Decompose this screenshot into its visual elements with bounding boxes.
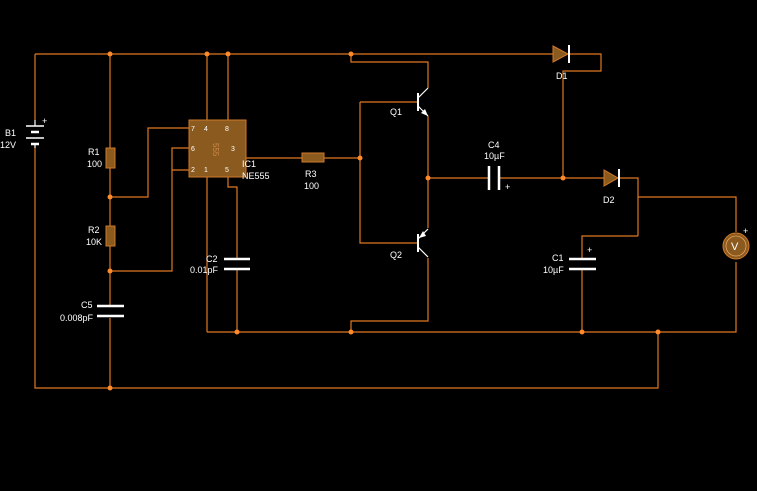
junction-dot: [107, 268, 113, 274]
capacitor-c4[interactable]: C4 10µF +: [484, 140, 510, 192]
ic1-pin8-label: 8: [225, 126, 229, 133]
c5-ref-label: C5: [81, 300, 93, 310]
junction-dot: [204, 51, 210, 57]
ic1-ref-label: IC1: [242, 159, 256, 169]
junction-dot: [348, 51, 354, 57]
resistor-r3[interactable]: R3 100: [301, 152, 325, 191]
d1-ref-label: D1: [556, 71, 568, 81]
q2-ref-label: Q2: [390, 250, 402, 260]
c1-value-label: 10µF: [543, 265, 564, 275]
junction-dot: [425, 175, 431, 181]
c2-ref-label: C2: [206, 254, 218, 264]
battery-b1[interactable]: + B1 12V: [0, 116, 47, 150]
c2-value-label: 0.01pF: [190, 265, 219, 275]
ic1-chip-text: 555: [211, 143, 220, 157]
junction-dot: [579, 329, 585, 335]
ic1-value-label: NE555: [242, 171, 270, 181]
wire-pin5: [227, 177, 238, 258]
ic1-pin2-label: 2: [191, 167, 195, 174]
wire-top-to-q1: [350, 54, 429, 88]
r1-ref-label: R1: [88, 147, 100, 157]
junction-dot: [234, 329, 240, 335]
ic1-pin7-label: 7: [191, 126, 195, 133]
r3-value-label: 100: [304, 181, 319, 191]
r2-ref-label: R2: [88, 225, 100, 235]
wire-c1-top: [581, 235, 638, 258]
ic1-pin4-label: 4: [204, 126, 208, 133]
wire-d2-c1: [638, 196, 737, 232]
junction-dot: [357, 155, 363, 161]
ic1-pin5-label: 5: [225, 167, 229, 174]
junction-dot: [107, 385, 113, 391]
wire-ground-bus: [207, 262, 737, 333]
wire-bases: [359, 102, 418, 244]
ic1-pin3-label: 3: [231, 146, 235, 153]
voltmeter-plus-label: +: [743, 226, 748, 236]
ic1-pin1-label: 1: [204, 167, 208, 174]
ic1-pin6-label: 6: [191, 146, 195, 153]
junction-dot: [107, 51, 113, 57]
transistor-q1[interactable]: Q1: [390, 87, 429, 117]
r3-ref-label: R3: [305, 169, 317, 179]
wire-q2-ground: [350, 258, 429, 332]
battery-ref-label: B1: [5, 128, 16, 138]
wires: [34, 53, 737, 389]
ic1-555-timer[interactable]: 555 7 4 8 6 3 2 1 5 IC1 NE555: [188, 119, 270, 181]
junction-dot: [107, 194, 113, 200]
c4-plus-label: +: [505, 182, 510, 192]
r1-value-label: 100: [87, 159, 102, 169]
wire-battery-bottom: [34, 148, 659, 389]
junction-dot: [348, 329, 354, 335]
c5-value-label: 0.008pF: [60, 313, 94, 323]
capacitor-c2[interactable]: C2 0.01pF: [190, 254, 250, 275]
c1-ref-label: C1: [552, 253, 564, 263]
wire-d2-out: [620, 177, 639, 236]
r2-value-label: 10K: [86, 237, 102, 247]
wire-pin7: [110, 127, 189, 198]
junctions: [107, 51, 661, 391]
q1-ref-label: Q1: [390, 107, 402, 117]
battery-value-label: 12V: [0, 140, 16, 150]
diode-d1[interactable]: D1: [552, 45, 570, 81]
c4-ref-label: C4: [488, 140, 500, 150]
wire-d1-loop: [562, 53, 602, 178]
junction-dot: [560, 175, 566, 181]
c1-plus-label: +: [587, 245, 592, 255]
c4-value-label: 10µF: [484, 151, 505, 161]
wire-pin2-6: [110, 147, 189, 272]
d2-ref-label: D2: [603, 195, 615, 205]
capacitor-c5[interactable]: C5 0.008pF: [60, 300, 124, 323]
capacitor-c1[interactable]: + C1 10µF: [543, 245, 596, 275]
resistor-r2[interactable]: R2 10K: [86, 225, 116, 247]
voltmeter[interactable]: V +: [722, 226, 750, 260]
voltmeter-symbol: V: [731, 241, 739, 253]
resistor-r1[interactable]: R1 100: [87, 147, 116, 169]
junction-dot: [225, 51, 231, 57]
diode-d2[interactable]: D2: [603, 169, 620, 205]
battery-plus-label: +: [42, 116, 47, 126]
transistor-q2[interactable]: Q2: [390, 228, 429, 260]
junction-dot: [655, 329, 661, 335]
